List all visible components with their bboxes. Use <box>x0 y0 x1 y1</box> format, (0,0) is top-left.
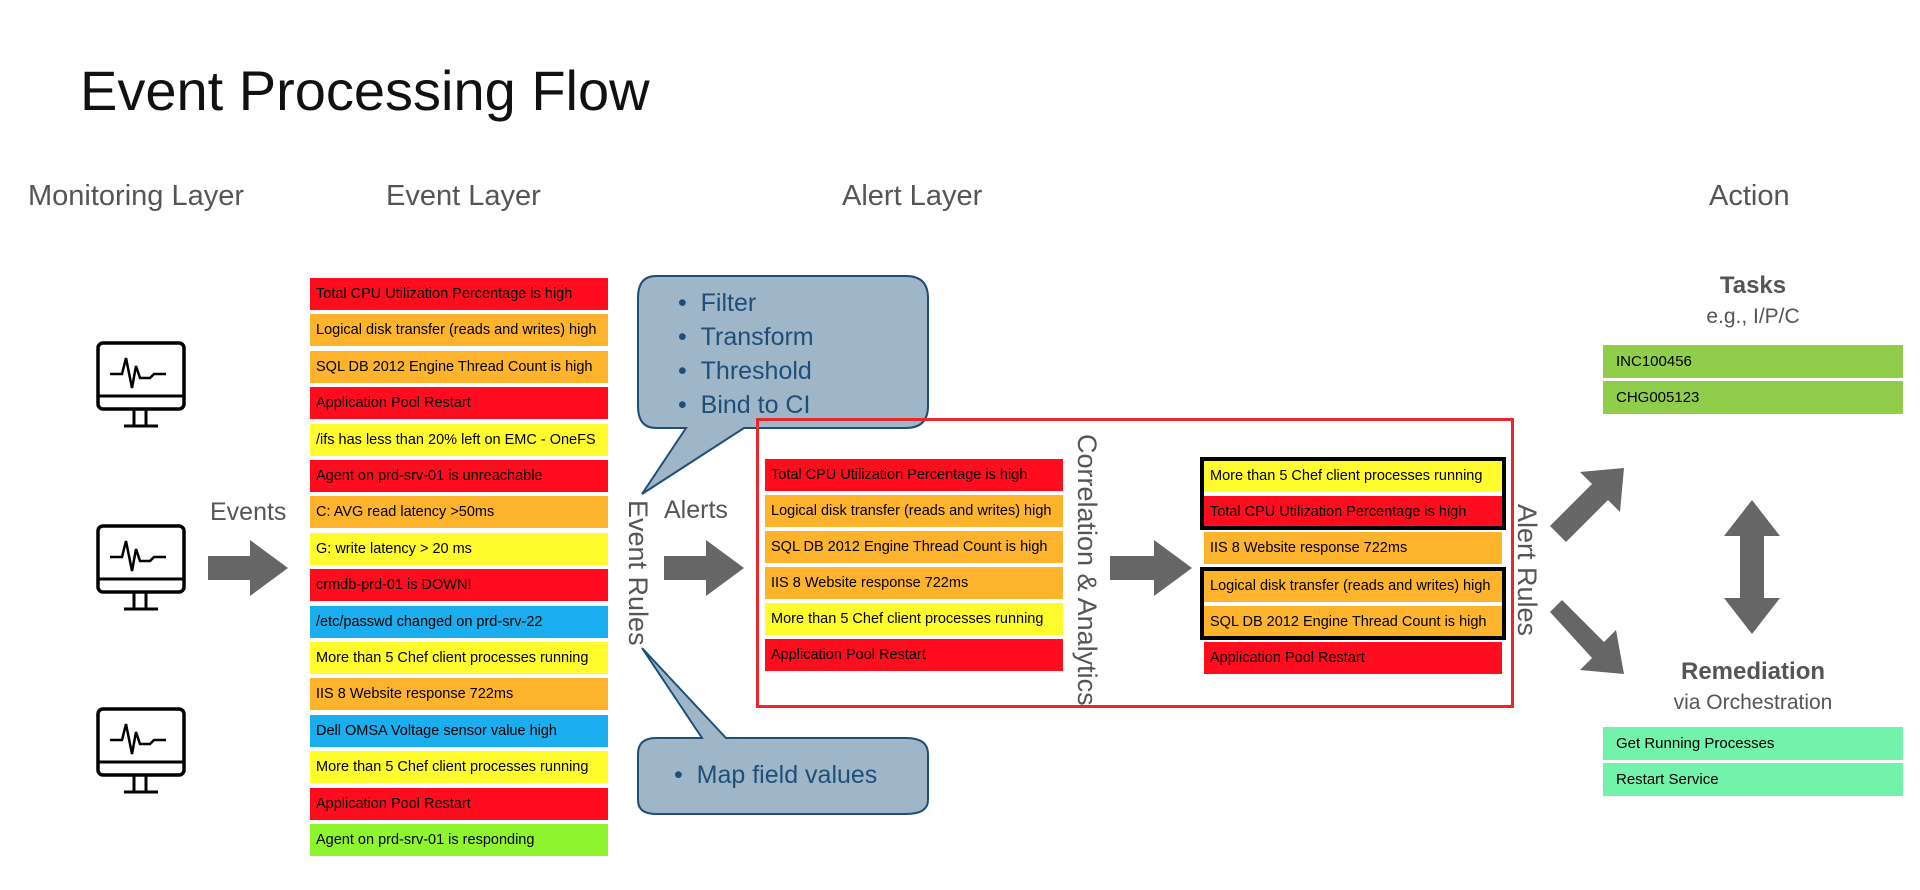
events-arrow <box>208 540 288 596</box>
alert-layer-heading: Alert Layer <box>842 180 983 212</box>
remediation-subtitle: via Orchestration <box>1673 691 1833 714</box>
remediation-item[interactable]: Get Running Processes <box>1603 727 1903 760</box>
callout-top-shape <box>637 275 929 495</box>
monitor-icon <box>96 523 188 615</box>
monitor-icon <box>96 706 188 798</box>
callout-item: • Bind to CI <box>678 391 811 419</box>
callout-item: • Threshold <box>678 357 812 385</box>
remediation-title: Remediation <box>1680 658 1826 685</box>
callout-item: • Transform <box>678 323 814 351</box>
event-layer-heading: Event Layer <box>386 180 541 212</box>
alert-row[interactable]: SQL DB 2012 Engine Thread Count is high <box>765 531 1063 563</box>
callout-top-list: • Filter • Transform • Threshold • Bind … <box>678 286 814 422</box>
event-row[interactable]: Dell OMSA Voltage sensor value high <box>310 714 608 747</box>
alert-row[interactable]: More than 5 Chef client processes runnin… <box>765 603 1063 635</box>
event-row[interactable]: More than 5 Chef client processes runnin… <box>310 751 608 784</box>
event-row[interactable]: G: write latency > 20 ms <box>310 532 608 565</box>
correlated-alert-row[interactable]: Total CPU Utilization Percentage is high <box>1204 496 1502 528</box>
bidirectional-arrow <box>1724 500 1780 634</box>
alert-row[interactable]: Application Pool Restart <box>765 639 1063 671</box>
event-row[interactable]: SQL DB 2012 Engine Thread Count is high <box>310 350 608 383</box>
event-row[interactable]: Logical disk transfer (reads and writes)… <box>310 314 608 347</box>
correlated-alert-row[interactable]: Application Pool Restart <box>1204 642 1502 674</box>
to-tasks-arrow <box>1550 468 1624 542</box>
alert-row[interactable]: Logical disk transfer (reads and writes)… <box>765 495 1063 527</box>
event-rules-label: Event Rules <box>623 500 653 646</box>
correlated-alert-row[interactable]: Logical disk transfer (reads and writes)… <box>1204 570 1502 602</box>
alert-rules-label: Alert Rules <box>1512 504 1542 637</box>
task-item[interactable]: CHG005123 <box>1603 381 1903 414</box>
alert-layer-box <box>756 418 1514 708</box>
event-row[interactable]: More than 5 Chef client processes runnin… <box>310 642 608 674</box>
alert-row[interactable]: IIS 8 Website response 722ms <box>765 567 1063 599</box>
event-row[interactable]: Application Pool Restart <box>310 387 608 420</box>
alerts-label: Alerts <box>664 496 728 524</box>
correlation-arrow <box>1110 540 1192 596</box>
correlation-group <box>1200 567 1506 640</box>
callout-item: • Filter <box>678 289 757 317</box>
event-row[interactable]: Application Pool Restart <box>310 787 608 820</box>
event-row[interactable]: crmdb-prd-01 is DOWN! <box>310 569 608 602</box>
event-row[interactable]: /etc/passwd changed on prd-srv-22 <box>310 605 608 638</box>
correlated-alert-row[interactable]: More than 5 Chef client processes runnin… <box>1204 460 1502 492</box>
alerts-arrow <box>664 540 744 596</box>
monitor-icon <box>96 340 188 432</box>
remediation-item[interactable]: Restart Service <box>1603 763 1903 796</box>
page-title: Event Processing Flow <box>80 59 650 122</box>
event-row[interactable]: C: AVG read latency >50ms <box>310 496 608 529</box>
callout-item: • Map field values <box>674 761 878 789</box>
correlated-alert-row[interactable]: SQL DB 2012 Engine Thread Count is high <box>1204 606 1502 638</box>
event-row[interactable]: Agent on prd-srv-01 is responding <box>310 824 608 856</box>
event-row[interactable]: IIS 8 Website response 722ms <box>310 678 608 711</box>
event-row[interactable]: Total CPU Utilization Percentage is high <box>310 278 608 310</box>
event-row[interactable]: Agent on prd-srv-01 is unreachable <box>310 460 608 492</box>
events-label: Events <box>210 498 287 526</box>
event-row[interactable]: /ifs has less than 20% left on EMC - One… <box>310 423 608 456</box>
correlated-alert-row[interactable]: IIS 8 Website response 722ms <box>1204 532 1502 564</box>
tasks-title: Tasks <box>1719 272 1787 299</box>
action-heading: Action <box>1709 180 1790 212</box>
alert-row[interactable]: Total CPU Utilization Percentage is high <box>765 459 1063 491</box>
monitoring-layer-heading: Monitoring Layer <box>28 180 244 212</box>
correlation-group <box>1200 457 1506 530</box>
to-remediation-arrow <box>1550 600 1624 674</box>
tasks-subtitle: e.g., I/P/C <box>1706 305 1800 328</box>
callout-bottom-shape <box>637 647 929 815</box>
task-item[interactable]: INC100456 <box>1603 345 1903 378</box>
correlation-label: Correlation & Analytics <box>1072 434 1102 706</box>
